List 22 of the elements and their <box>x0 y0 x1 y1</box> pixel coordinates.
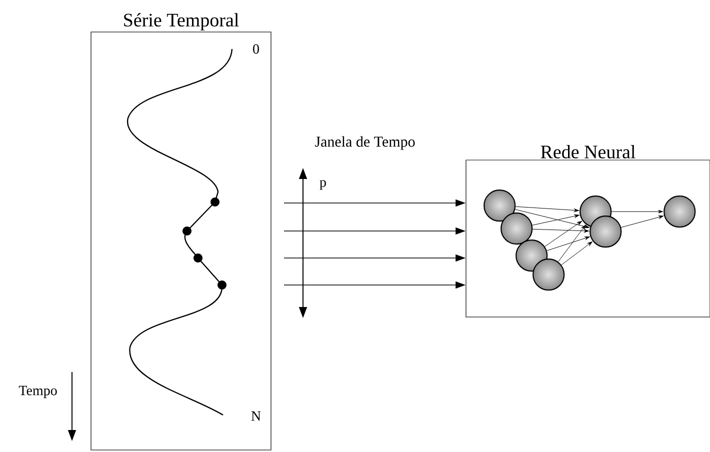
arrow <box>532 228 590 233</box>
neuron-circle <box>532 258 565 291</box>
arrow <box>611 210 663 214</box>
node-label: Série Temporal <box>124 13 239 30</box>
neuron-circle <box>484 190 516 222</box>
arrow <box>620 215 664 228</box>
arrow <box>532 214 580 226</box>
neuron-circle <box>500 212 533 245</box>
parameter-label: p <box>320 180 326 190</box>
arrow <box>546 236 590 251</box>
arrow <box>514 209 590 228</box>
arrow <box>544 220 582 247</box>
axis-label: N <box>251 411 261 421</box>
neuron-circle <box>590 216 622 248</box>
arrow <box>561 241 592 266</box>
axis-label: Tempo <box>18 386 57 398</box>
arrow <box>515 206 580 212</box>
axis-label: 0 <box>253 44 259 54</box>
window-label: Janela de Tempo <box>315 136 415 150</box>
neuron-circle <box>664 196 696 228</box>
node-label: Rede Neural <box>540 145 636 158</box>
arrow <box>558 224 586 262</box>
